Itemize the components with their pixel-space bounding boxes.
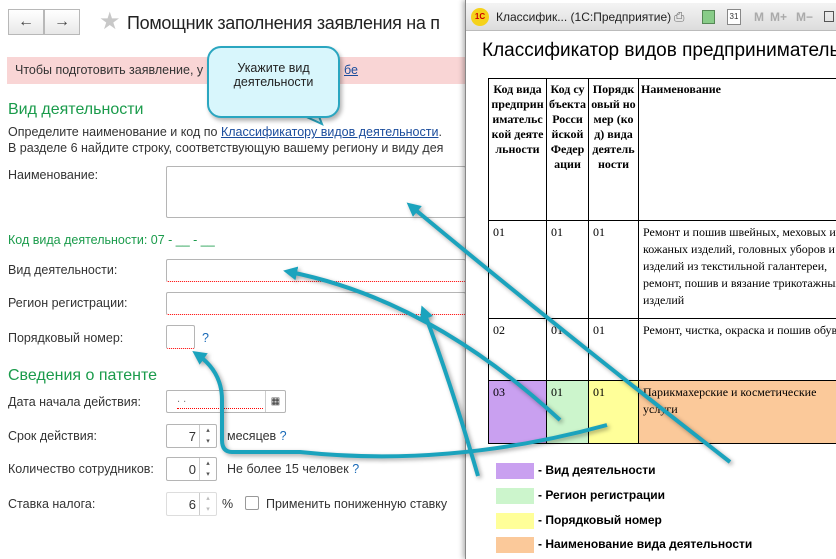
rate-stepper: 6▴▾ (166, 492, 217, 516)
term-label: Срок действия: (8, 429, 97, 443)
page-title: Помощник заполнения заявления на п (127, 13, 440, 33)
staff-note: Не более 15 человек ? (227, 462, 360, 476)
number-input[interactable] (166, 325, 195, 349)
term-unit: месяцев ? (227, 429, 287, 443)
memory-plus-button[interactable]: M+ (770, 10, 788, 24)
kind-input[interactable] (166, 259, 466, 282)
window-titlebar: 1С Классифик... (1С:Предприятие) ⎙ 31 M … (466, 3, 836, 31)
section-activity: Вид деятельности (8, 101, 144, 118)
number-help[interactable]: ? (202, 331, 209, 345)
start-date-input[interactable]: . . ▦ (166, 390, 286, 413)
callout-line-2: деятельности (233, 75, 314, 89)
star-icon[interactable]: ★ (99, 8, 121, 35)
spreadsheet-icon[interactable] (702, 10, 715, 24)
memory-button[interactable]: M (754, 10, 764, 24)
classifier-heading: Классификатор видов предприниматель. (482, 40, 836, 61)
col-header: Наименование (638, 78, 836, 221)
rate-label: Ставка налога: (8, 497, 96, 511)
col-header: Порядковый номер (код) вида деятельности (588, 78, 639, 221)
name-label: Наименование: (8, 168, 99, 182)
term-help[interactable]: ? (279, 429, 287, 443)
classifier-table: Код вида предпринимательской деятельност… (488, 78, 836, 444)
section-patent: Сведения о патенте (8, 367, 158, 384)
activity-desc-2: В разделе 6 найдите строку, соответствую… (8, 141, 444, 155)
classifier-window: 1С Классифик... (1С:Предприятие) ⎙ 31 M … (465, 0, 836, 559)
legend-activity: - Вид деятельности (496, 463, 656, 479)
maximize-icon[interactable] (824, 11, 834, 22)
print-icon[interactable]: ⎙ (674, 9, 685, 24)
kind-label: Вид деятельности: (8, 263, 118, 277)
memory-minus-button[interactable]: M− (796, 10, 814, 24)
name-textarea[interactable] (166, 166, 466, 218)
legend-region: - Регион регистрации (496, 488, 665, 504)
term-stepper[interactable]: 7▴▾ (166, 424, 217, 448)
window-title: Классифик... (1С:Предприятие) (496, 10, 672, 24)
banner-link[interactable]: бе (344, 63, 358, 77)
number-label: Порядковый номер: (8, 331, 124, 345)
col-header: Код субъекта Российской Федерации (546, 78, 589, 221)
callout-line-1: Укажите вид (237, 61, 310, 75)
banner-text: Чтобы подготовить заявление, у (15, 63, 204, 77)
region-label: Регион регистрации: (8, 296, 128, 310)
1c-logo-icon: 1С (471, 8, 489, 26)
calendar-icon[interactable]: ▦ (265, 391, 285, 412)
col-header: Код вида предпринимательской деятельност… (488, 78, 547, 221)
forward-button[interactable]: → (44, 9, 80, 35)
staff-help[interactable]: ? (352, 462, 360, 476)
reduced-rate-checkbox[interactable] (245, 496, 259, 510)
staff-stepper[interactable]: 0▴▾ (166, 457, 217, 481)
calendar-icon[interactable]: 31 (727, 9, 741, 25)
activity-desc: Определите наименование и код по Классиф… (8, 125, 442, 139)
start-date-value: . . (177, 393, 263, 409)
legend-number: - Порядковый номер (496, 513, 662, 529)
rate-unit: % (222, 497, 234, 511)
code-label: Код вида деятельности: 07 - __ - __ (8, 233, 215, 247)
back-button[interactable]: ← (8, 9, 44, 35)
staff-label: Количество сотрудников: (8, 462, 154, 476)
reduced-rate-label[interactable]: Применить пониженную ставку (266, 497, 448, 511)
start-label: Дата начала действия: (8, 395, 141, 409)
legend-name: - Наименование вида деятельности (496, 537, 752, 553)
region-input[interactable] (166, 292, 466, 315)
classifier-link[interactable]: Классификатору видов деятельности (220, 125, 439, 139)
